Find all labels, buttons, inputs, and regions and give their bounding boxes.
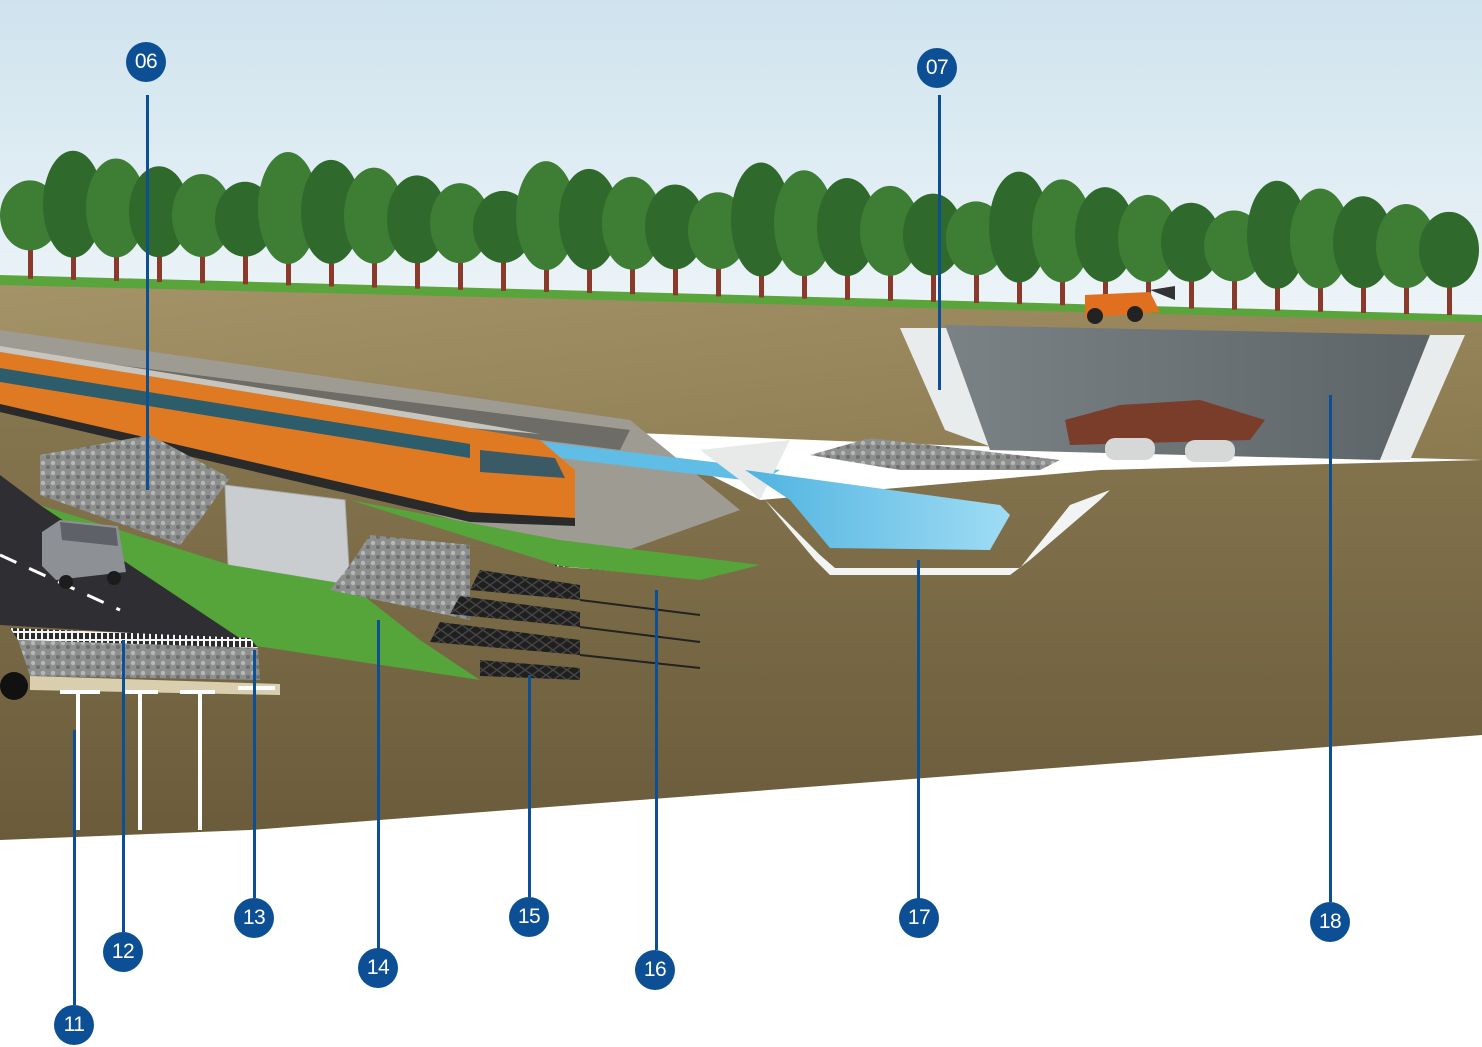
tree — [129, 166, 189, 283]
road-edge-grass — [40, 505, 480, 680]
waste-pile — [1065, 400, 1265, 462]
tree — [1247, 180, 1307, 311]
tree — [43, 150, 103, 280]
leader-line-15 — [528, 675, 531, 897]
tree — [645, 184, 705, 296]
callout-13: 13 — [234, 898, 274, 938]
tree — [1161, 202, 1221, 309]
callout-14: 14 — [358, 948, 398, 988]
tree — [430, 183, 490, 290]
tree — [989, 171, 1049, 305]
vertical-wick-drains — [60, 686, 275, 830]
tree — [1376, 204, 1436, 315]
tree — [1032, 179, 1092, 306]
callout-07: 07 — [917, 48, 957, 88]
callout-18: 18 — [1310, 902, 1350, 942]
tree — [602, 176, 662, 295]
landfill-side-slope-liner — [900, 328, 1000, 450]
tree — [258, 152, 318, 286]
high-speed-train — [0, 346, 575, 526]
tree — [1118, 194, 1178, 308]
loader-vehicle — [1085, 286, 1175, 324]
leader-line-07 — [938, 95, 941, 390]
tree-line — [0, 150, 1479, 316]
landfill-right-liner — [1380, 335, 1465, 460]
geogrid-reinforcement-lines — [579, 599, 701, 669]
callout-12: 12 — [103, 932, 143, 972]
geocell-layers — [430, 570, 580, 680]
leader-line-16 — [655, 590, 658, 950]
leader-line-18 — [1329, 395, 1332, 902]
callout-11: 11 — [54, 1005, 94, 1045]
leader-line-11 — [73, 730, 76, 1005]
tree — [172, 174, 232, 284]
tree — [86, 158, 146, 281]
van — [42, 520, 126, 589]
tree — [1419, 211, 1479, 316]
road-gravel-base — [18, 640, 260, 680]
leader-line-13 — [253, 650, 256, 898]
callout-16: 16 — [635, 950, 675, 990]
tree — [774, 170, 834, 299]
tree — [860, 185, 920, 301]
tree — [344, 167, 404, 288]
tree — [731, 162, 791, 298]
road-geogrid-layer — [10, 628, 258, 648]
tree — [516, 161, 576, 292]
callout-17: 17 — [899, 898, 939, 938]
tree — [1290, 188, 1350, 312]
canal-water — [745, 470, 1010, 550]
leader-line-12 — [122, 640, 125, 932]
embankment-grass — [350, 500, 760, 580]
leader-line-17 — [917, 560, 920, 900]
canal-gabion-mattress — [810, 438, 1060, 470]
drain-pipe — [0, 672, 28, 700]
gabion-wall — [40, 435, 230, 545]
sky — [0, 0, 1482, 330]
tree — [903, 193, 963, 302]
callout-15: 15 — [509, 897, 549, 937]
tree — [301, 159, 361, 287]
tree — [1333, 196, 1393, 313]
callout-06: 06 — [126, 42, 166, 82]
tree — [1075, 187, 1135, 307]
gabion-steps — [330, 535, 470, 620]
leader-line-14 — [377, 620, 380, 950]
tree — [387, 175, 447, 289]
tree — [817, 178, 877, 300]
tree — [559, 168, 619, 294]
leader-line-06 — [146, 95, 149, 490]
